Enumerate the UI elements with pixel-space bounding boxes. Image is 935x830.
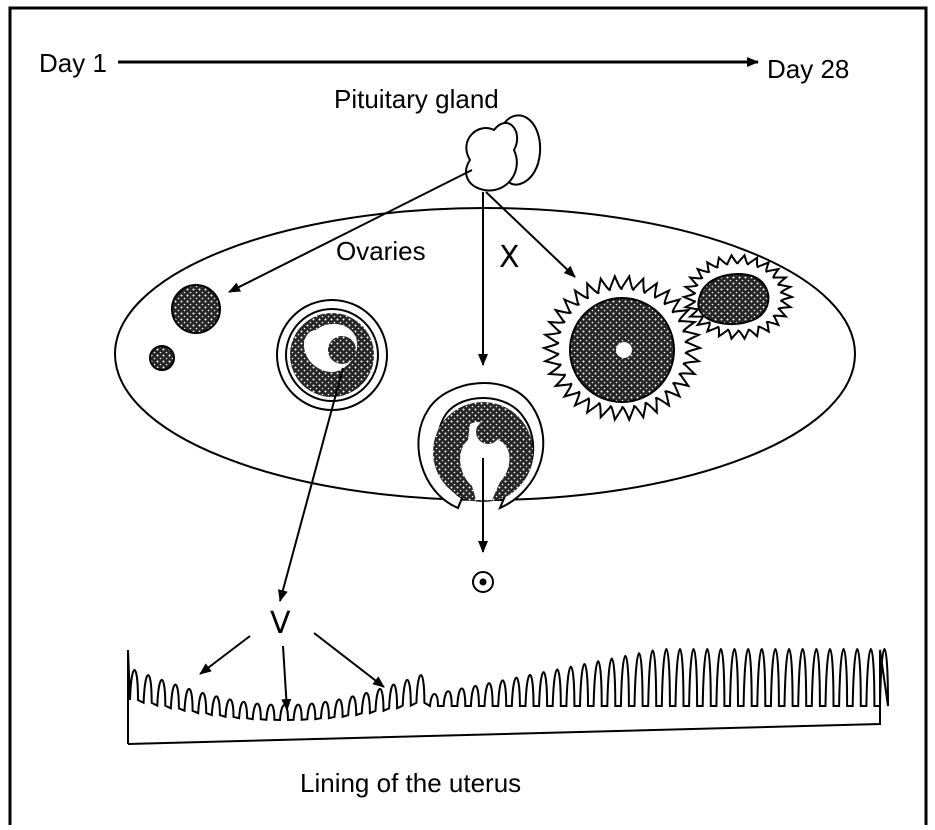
- primary-follicle-small: [150, 346, 174, 370]
- v-label: V: [270, 606, 291, 641]
- primary-follicle-large: [172, 285, 220, 333]
- uterus-lining-shape: [128, 649, 888, 744]
- ovaries-label: Ovaries: [336, 236, 426, 267]
- arrow-v-to-lining-right: [314, 633, 384, 687]
- released-egg: [473, 572, 493, 592]
- arrow-v-to-lining-left: [200, 636, 250, 674]
- day-28-label: Day 28: [767, 54, 849, 85]
- day-1-label: Day 1: [39, 48, 107, 79]
- developing-follicle: [277, 300, 387, 410]
- x-label: X: [499, 240, 520, 275]
- arrow-v-to-lining-middle: [283, 646, 287, 710]
- mature-follicle: [418, 383, 543, 508]
- degenerating-corpus-luteum: [684, 255, 792, 338]
- pituitary-gland-label: Pituitary gland: [334, 84, 499, 115]
- uterus-lining-label: Lining of the uterus: [300, 768, 521, 799]
- pituitary-gland-shape: [466, 115, 540, 190]
- corpus-luteum: [544, 276, 700, 419]
- arrow-to-primary-follicle: [229, 170, 472, 292]
